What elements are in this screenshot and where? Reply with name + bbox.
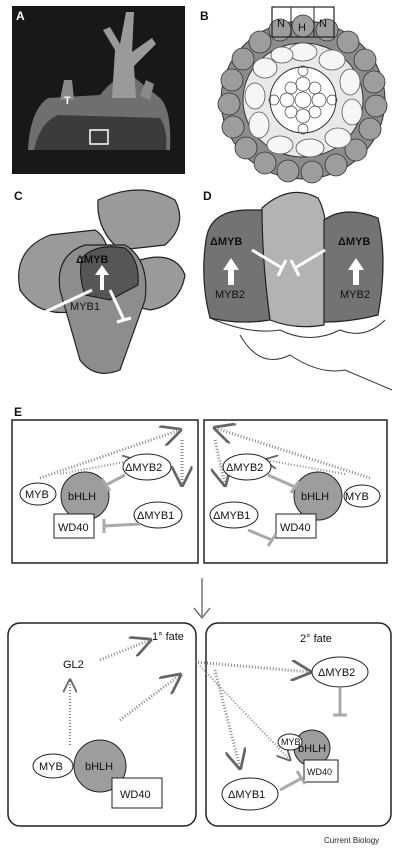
arrow-gl2-to-fate1 <box>100 640 150 660</box>
panel-letter-d: D <box>203 189 212 203</box>
myb1-label-c: MYB1 <box>70 301 100 313</box>
dmyb2-label-tr: ΔMYB2 <box>226 462 263 474</box>
bhlh-label-bl: bHLH <box>85 761 113 773</box>
dmyb2-label-br: ΔMYB2 <box>318 667 355 679</box>
inhibition-line-br2 <box>280 778 302 790</box>
myb-label-bl: MYB <box>39 761 63 773</box>
dmyb1-label-tr: ΔMYB1 <box>213 510 250 522</box>
dmyb-label-d-right: ΔMYB <box>338 236 370 248</box>
fate2-label: 2° fate <box>300 633 332 645</box>
leaf-top <box>98 190 180 250</box>
dmyb-label-c: ΔMYB <box>76 254 108 266</box>
cell-label-n-right: N <box>319 18 327 30</box>
bhlh-label-tr: bHLH <box>301 491 329 503</box>
myb2-label-d-left: MYB2 <box>215 289 245 301</box>
panel-b: B N H <box>200 7 387 183</box>
wd40-label-tr: WD40 <box>280 522 311 534</box>
dmyb-label-d-left: ΔMYB <box>210 236 242 248</box>
lower-tissue-outline <box>240 335 392 390</box>
panel-letter-c: C <box>14 189 23 203</box>
arrow-center-to-complex <box>200 666 290 760</box>
dmyb1-label-br: ΔMYB1 <box>228 789 265 801</box>
wd40-label-bl: WD40 <box>120 789 151 801</box>
panel-e: E MYB bHLH WD40 ΔMYB2 ΔMYB1 <box>8 405 391 826</box>
arrow-complex-to-center <box>120 675 180 720</box>
journal-credit: Current Biology <box>324 836 379 845</box>
dmyb2-label-tl: ΔMYB2 <box>125 462 162 474</box>
dmyb1-label-tl: ΔMYB1 <box>137 510 174 522</box>
panel-e-bottom-left-box <box>8 623 196 826</box>
cell-label-h: H <box>298 22 306 34</box>
bhlh-label-tl: bHLH <box>68 491 96 503</box>
inhibition-line-tl2 <box>104 524 140 526</box>
arrow-right-to-dmyb2 <box>265 460 345 474</box>
panel-c: C ΔMYB MYB1 <box>14 189 185 373</box>
cell-label-n-left: N <box>277 18 285 30</box>
myb2-label-d-right: MYB2 <box>340 289 370 301</box>
wd40-label-br: WD40 <box>307 767 332 777</box>
myb2-cell-left <box>204 210 270 322</box>
panel-letter-b: B <box>200 9 209 23</box>
panel-a: A T <box>12 6 185 174</box>
arrow-down-right <box>215 440 225 485</box>
myb-label-tr: MYB <box>345 491 369 503</box>
gl2-label: GL2 <box>63 659 84 671</box>
bhlh-label-br: bHLH <box>298 743 326 755</box>
myb-label-tl: MYB <box>25 489 49 501</box>
wd40-label-tl: WD40 <box>58 522 89 534</box>
inhibition-line-tr1 <box>268 475 295 487</box>
arrow-center-to-dmyb1 <box>215 670 240 768</box>
arrow-center-to-dmyb2 <box>195 662 310 672</box>
fate1-label: 1° fate <box>152 631 184 643</box>
trichome-label: T <box>64 95 71 107</box>
inhibition-line-tl1 <box>106 475 125 485</box>
center-cell <box>262 192 326 326</box>
panel-letter-e: E <box>14 405 22 419</box>
panel-d: D ΔMYB MYB2 ΔMYB MYB2 <box>203 189 392 390</box>
inhibition-line-tr2 <box>248 530 272 540</box>
panel-letter-a: A <box>16 9 25 23</box>
